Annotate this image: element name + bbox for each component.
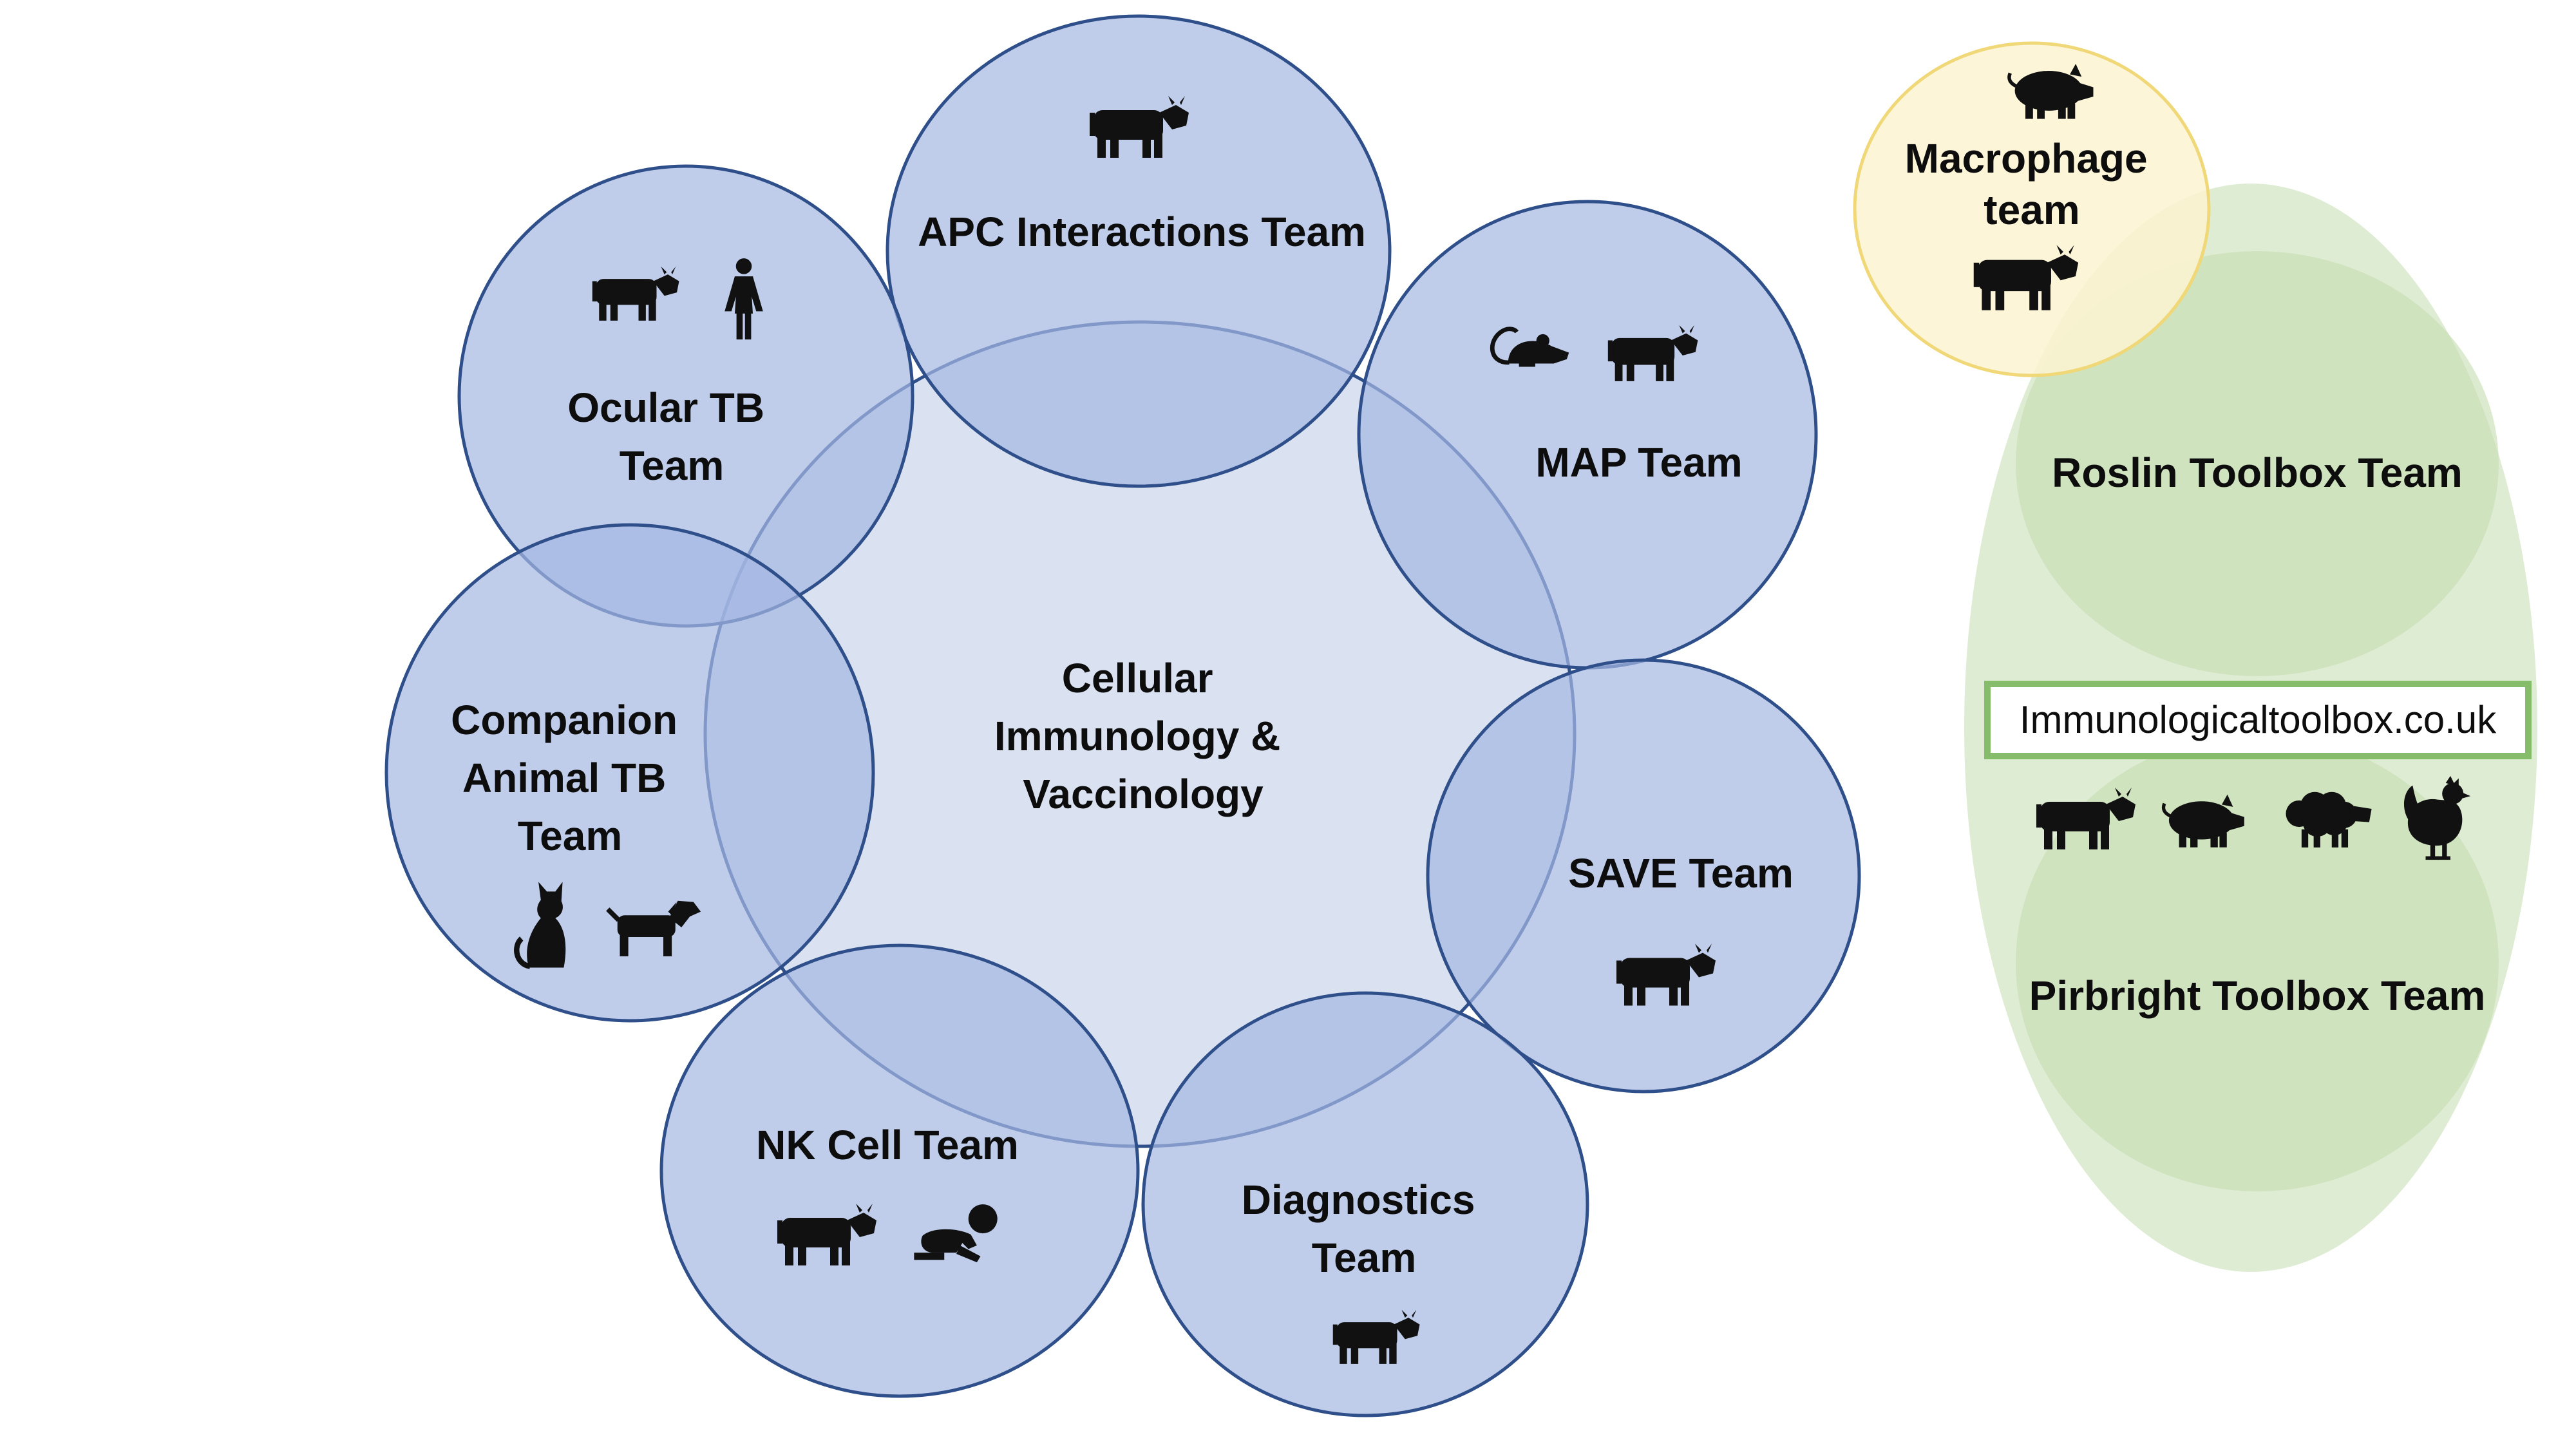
svg-text:Macrophage team: Macrophage team	[1905, 135, 2159, 233]
macrophage-label-line-2: team	[1984, 187, 2079, 233]
ocular-tb-label-line-2: Team	[620, 442, 724, 489]
toolbox-group: Roslin Toolbox Team Pirbright Toolbox Te…	[1964, 184, 2537, 1272]
map-team-circle	[1357, 200, 1818, 670]
roslin-toolbox-label: Roslin Toolbox Team	[2052, 450, 2463, 496]
save-team-label: SAVE Team	[1568, 850, 1794, 896]
toolbox-link-box[interactable]	[1984, 681, 2532, 759]
svg-text:Companion Animal TB: Companion Animal TB Team	[451, 697, 689, 859]
center-label-line-3: Vaccinology	[1023, 771, 1264, 817]
svg-text:Ocular TB Team: Ocular TB Team	[567, 384, 776, 489]
svg-text:Cellular Immunology &: Cellular Immunology & Vaccinology	[994, 655, 1292, 817]
venn-diagram: Cellular Immunology & Vaccinology APC In…	[384, 14, 1861, 1417]
diagnostics-team-circle	[1141, 991, 1589, 1417]
pirbright-toolbox-circle	[2016, 734, 2499, 1191]
companion-label-line-1: Companion	[451, 697, 677, 743]
companion-label-line-2: Animal TB	[462, 755, 666, 801]
diagnostics-label-line-1: Diagnostics	[1242, 1177, 1475, 1223]
macrophage-circle	[1853, 41, 2211, 377]
companion-label-line-3: Team	[518, 813, 622, 859]
apc-team-circle	[886, 14, 1392, 488]
map-team-label: MAP Team	[1535, 439, 1742, 486]
center-label-line-1: Cellular	[1062, 655, 1213, 701]
nk-cell-team-label: NK Cell Team	[756, 1122, 1019, 1168]
roslin-toolbox-circle	[2016, 251, 2499, 676]
companion-animal-tb-team-circle	[384, 523, 875, 1023]
toolbox-link[interactable]: Immunologicaltoolbox.co.uk	[2020, 698, 2497, 741]
pirbright-toolbox-label: Pirbright Toolbox Team	[2029, 972, 2486, 1019]
apc-team-label: APC Interactions Team	[918, 209, 1366, 255]
nk-cell-team-circle	[659, 943, 1140, 1398]
macrophage-team: Macrophage team	[1853, 41, 2211, 377]
svg-text:Diagnostics Team: Diagnostics Team	[1242, 1177, 1487, 1281]
diagnostics-label-line-2: Team	[1312, 1235, 1416, 1281]
center-label-line-2: Immunology &	[994, 713, 1280, 759]
save-team-circle	[1426, 658, 1861, 1094]
ocular-tb-label-line-1: Ocular TB	[567, 384, 764, 431]
macrophage-label-line-1: Macrophage	[1905, 135, 2148, 182]
